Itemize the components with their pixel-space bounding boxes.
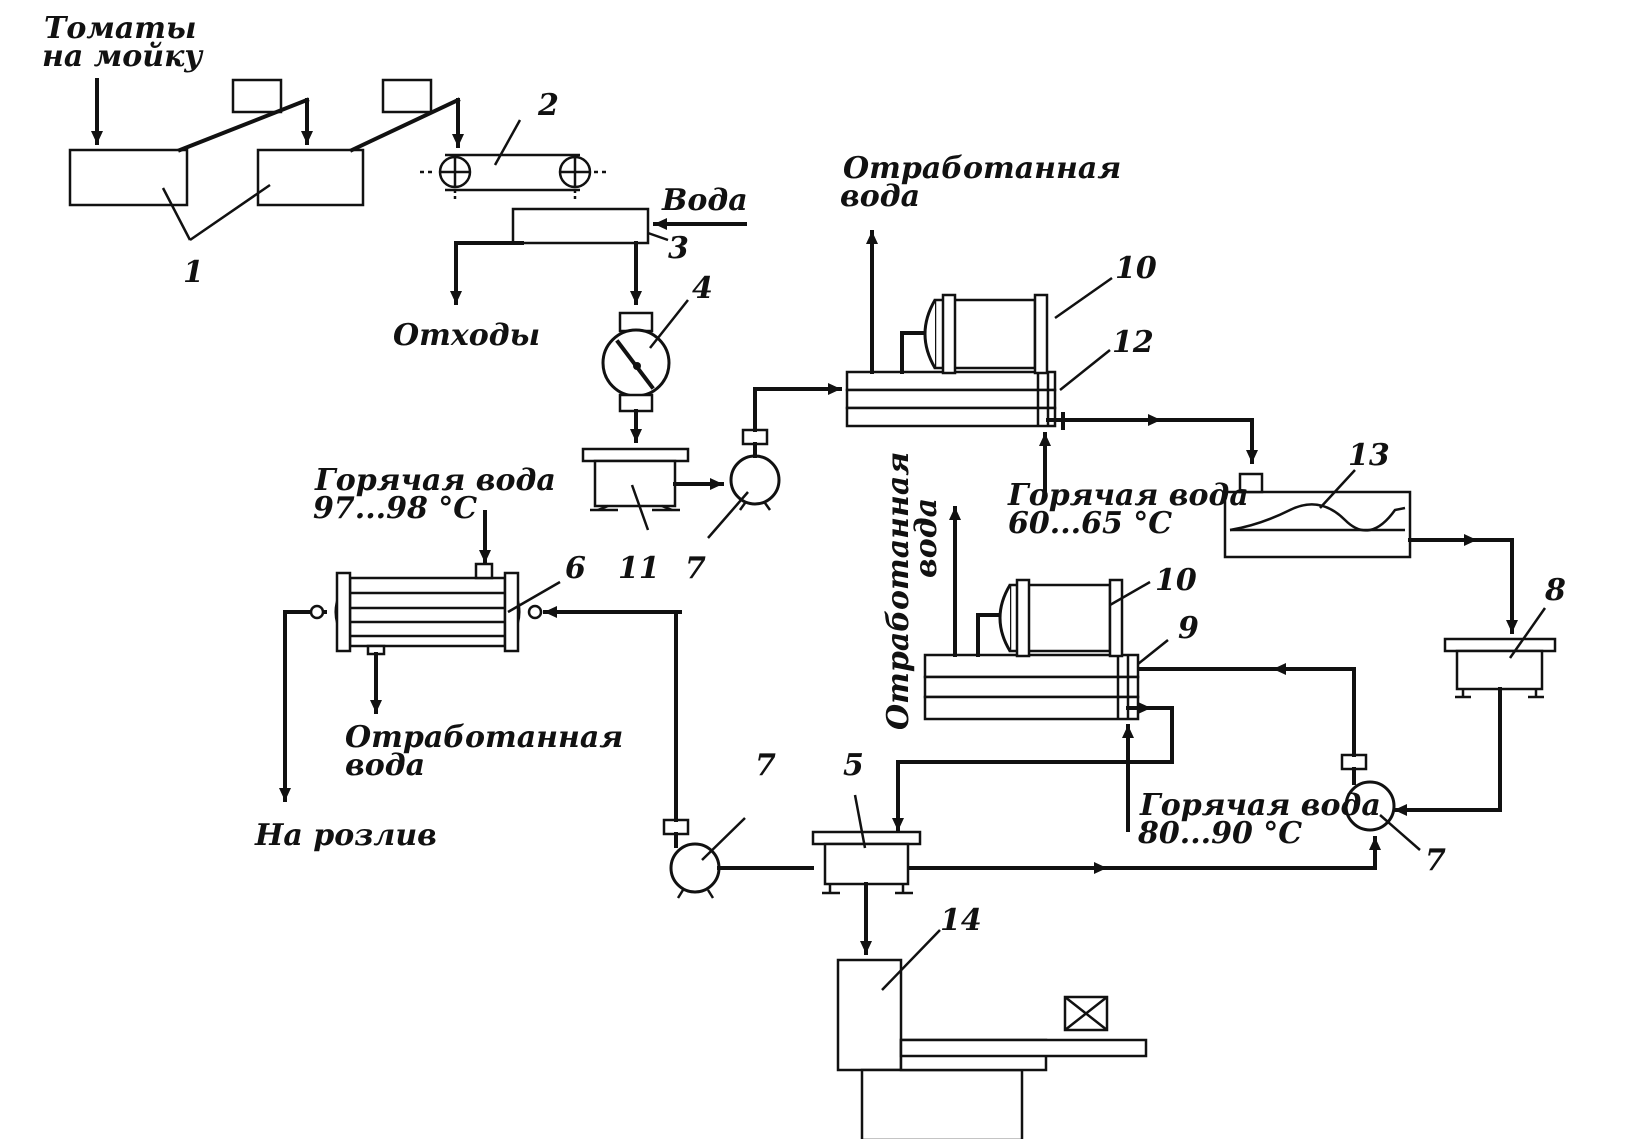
vacuum-separator-10-top: [923, 276, 1258, 494]
label-waste: Отходы: [393, 318, 540, 353]
number-5: 5: [843, 748, 864, 783]
number-12: 12: [1112, 325, 1154, 360]
label-to-bottling: На розлив: [254, 818, 437, 853]
collector-11: [581, 447, 724, 531]
vacuum-separator-10-lower: [998, 578, 1151, 658]
number-4: 4: [692, 271, 713, 306]
washer-unit: [450, 207, 747, 305]
pump-7-right: [898, 663, 1421, 874]
number-10-lower: 10: [1155, 563, 1197, 598]
number-labels: 1 2 3 4 5 6 7 7 7 8 9 10 10 11 12 13 14: [183, 88, 1566, 938]
pump-7-top: [707, 383, 842, 539]
label-spent-water-top-line1: Отработанная: [843, 151, 1121, 186]
label-water: Вода: [661, 183, 748, 218]
label-tomatoes-line2: на мойку: [42, 39, 204, 74]
label-hot-water-60-line2: 60...65 °С: [1008, 506, 1172, 541]
label-hot-water-80-line1: Горячая вода: [1139, 788, 1381, 823]
number-14: 14: [940, 903, 982, 938]
collector-5: [811, 794, 922, 955]
number-7-top: 7: [685, 551, 706, 586]
number-1: 1: [183, 255, 204, 290]
crusher: [601, 299, 689, 443]
text-labels: Томаты на мойку Вода Отходы Отработанная…: [42, 11, 1381, 853]
filling-machine-14: [836, 929, 1148, 1139]
number-11: 11: [618, 551, 660, 586]
number-10-top: 10: [1115, 251, 1157, 286]
number-7-right: 7: [1425, 843, 1446, 878]
evaporator-9: [892, 506, 1174, 832]
evaporator-12: [845, 230, 1057, 428]
label-spent-water-vertical-line1: Отработанная: [881, 452, 916, 730]
pump-7-bottom: [662, 610, 814, 899]
number-6: 6: [565, 551, 586, 586]
label-tomatoes-line1: Томаты: [44, 11, 197, 46]
collector-8: [1393, 607, 1557, 816]
number-7-bottom: 7: [755, 748, 776, 783]
vessel-13: [1223, 469, 1518, 634]
label-hot-water-60-line1: Горячая вода: [1007, 478, 1249, 513]
number-8: 8: [1544, 573, 1566, 608]
label-hot-water-80-line2: 80...90 °С: [1137, 816, 1302, 851]
label-spent-water-left-line1: Отработанная: [345, 720, 623, 755]
number-13: 13: [1348, 438, 1390, 473]
number-9: 9: [1178, 611, 1199, 646]
inspection-conveyor: [420, 119, 610, 200]
label-spent-water-top-line2: вода: [840, 179, 920, 214]
label-hot-water-97-line2: 97...98 °С: [313, 491, 477, 526]
number-3: 3: [668, 231, 689, 266]
label-spent-water-left-line2: вода: [345, 748, 425, 783]
label-hot-water-97-line1: Горячая вода: [314, 463, 556, 498]
label-spent-water-vertical-line2: вода: [909, 498, 944, 578]
washing-machines: [68, 78, 464, 242]
heater-6: [279, 510, 682, 802]
number-2: 2: [537, 88, 559, 123]
